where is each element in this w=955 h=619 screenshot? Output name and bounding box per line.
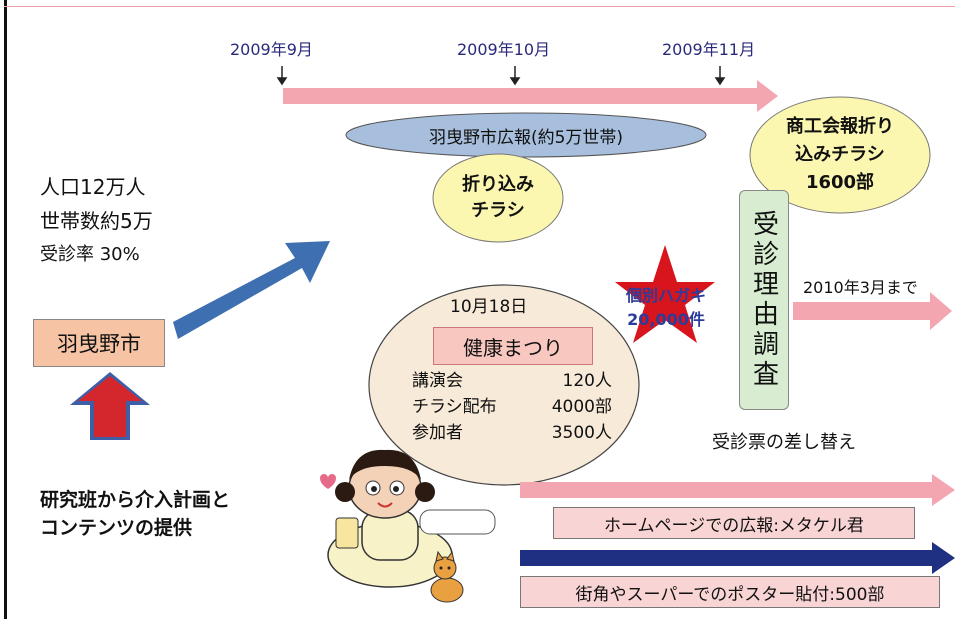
big-blue-arrow bbox=[173, 241, 330, 339]
city-pr-label: 羽曳野市広報(約5万世帯) bbox=[428, 127, 624, 148]
city-pr-ellipse bbox=[345, 112, 707, 158]
flyer-line2: チラシ bbox=[471, 200, 525, 221]
festival-row: チラシ配布 4000部 bbox=[412, 394, 612, 420]
flyer-line1: 折り込み bbox=[462, 174, 534, 195]
chamber-line2: 込みチラシ bbox=[795, 144, 885, 165]
homepage-pr-text: ホームページでの広報:メタケル君 bbox=[604, 515, 864, 536]
population-text: 人口12万人 bbox=[40, 175, 146, 199]
until-2010-arrow bbox=[793, 292, 952, 330]
festival-name-box: 健康まつり bbox=[433, 327, 593, 365]
date-label-sep: 2009年9月 bbox=[230, 40, 313, 59]
rate-text: 受診率 30% bbox=[40, 244, 140, 265]
city-name-box: 羽曳野市 bbox=[33, 319, 165, 367]
chamber-line1: 商工会報折り bbox=[786, 116, 894, 137]
survey-box: 受診理由調査 bbox=[739, 190, 789, 410]
festival-date: 10月18日 bbox=[450, 297, 528, 317]
poster-arrow bbox=[520, 542, 955, 574]
research-text: 研究班から介入計画と コンテンツの提供 bbox=[40, 486, 230, 542]
poster-box: 街角やスーパーでのポスター貼付:500部 bbox=[520, 576, 940, 608]
red-up-arrow bbox=[70, 372, 150, 440]
chamber-flyer-bubble bbox=[749, 96, 931, 214]
date-label-nov: 2009年11月 bbox=[662, 40, 756, 59]
chamber-line3: 1600部 bbox=[805, 172, 875, 193]
festival-name: 健康まつり bbox=[463, 335, 563, 360]
postcard-line1: 個別ハガキ bbox=[625, 286, 706, 305]
postcard-label: 個別ハガキ 20,000件 bbox=[606, 284, 726, 332]
research-line2: コンテンツの提供 bbox=[40, 517, 193, 539]
star-icon bbox=[615, 245, 715, 343]
cat-illustration bbox=[430, 550, 464, 603]
timeline-arrow bbox=[283, 80, 778, 112]
homepage-pr-box: ホームページでの広報:メタケル君 bbox=[553, 507, 915, 539]
festival-row-label: 講演会 bbox=[412, 371, 463, 391]
festival-row: 参加者 3500人 bbox=[412, 420, 612, 446]
festival-row-label: チラシ配布 bbox=[412, 397, 497, 417]
city-name-text: 羽曳野市 bbox=[57, 332, 141, 356]
date-label-oct: 2009年10月 bbox=[457, 40, 551, 59]
chamber-flyer-label: 商工会報折り 込みチラシ 1600部 bbox=[752, 110, 928, 200]
frame-top-line bbox=[4, 6, 955, 7]
survey-text: 受診理由調査 bbox=[748, 210, 779, 390]
festival-row-value: 3500人 bbox=[551, 423, 612, 443]
mascot-illustration bbox=[320, 449, 496, 588]
city-stats: 人口12万人 世帯数約5万 受診率 30% bbox=[40, 170, 153, 272]
postcard-line2: 20,000件 bbox=[627, 310, 705, 329]
arrow-down-icon bbox=[714, 66, 726, 86]
arrow-down-icon bbox=[509, 66, 521, 86]
poster-text: 街角やスーパーでのポスター貼付:500部 bbox=[575, 584, 885, 605]
arrow-down-icon bbox=[276, 66, 288, 86]
flyer-label: 折り込み チラシ bbox=[433, 170, 563, 226]
households-text: 世帯数約5万 bbox=[40, 209, 153, 233]
until-2010-text: 2010年3月まで bbox=[803, 278, 918, 297]
frame-left-border bbox=[4, 0, 7, 619]
festival-row-value: 4000部 bbox=[551, 397, 612, 417]
homepage-arrow bbox=[520, 474, 955, 506]
festival-stats: 講演会 120人 チラシ配布 4000部 参加者 3500人 bbox=[412, 368, 612, 446]
flyer-bubble bbox=[432, 153, 564, 243]
festival-row: 講演会 120人 bbox=[412, 368, 612, 394]
ticket-swap-text: 受診票の差し替え bbox=[712, 432, 856, 453]
festival-row-value: 120人 bbox=[562, 371, 612, 391]
festival-row-label: 参加者 bbox=[412, 423, 463, 443]
research-line1: 研究班から介入計画と bbox=[40, 489, 231, 511]
